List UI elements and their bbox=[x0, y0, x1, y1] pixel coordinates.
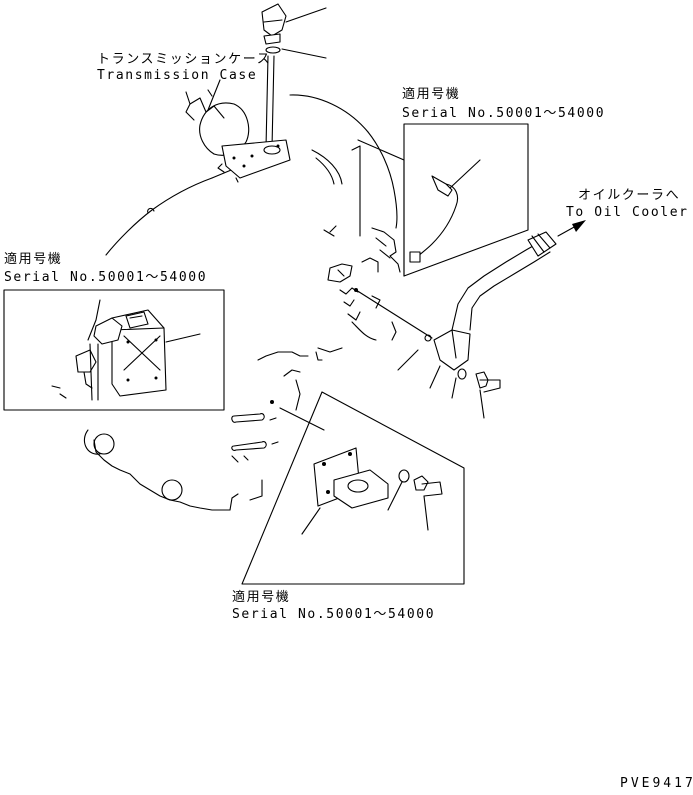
inset-left bbox=[4, 290, 224, 410]
transmission-case-outline bbox=[84, 90, 397, 510]
drawing-code: PVE9417 bbox=[620, 776, 693, 791]
top-right-serial-label: Serial No.50001～54000 bbox=[402, 106, 606, 121]
bottom-serial-label: Serial No.50001～54000 bbox=[232, 607, 436, 622]
oil-cooler-label-en: To Oil Cooler bbox=[566, 205, 689, 220]
cover-plate bbox=[218, 140, 290, 182]
valve-block bbox=[316, 228, 432, 360]
inset-bottom bbox=[242, 392, 464, 584]
transmission-case-label-jp: トランスミッションケース bbox=[97, 52, 272, 67]
bottom-applicable-label: 適用号機 bbox=[232, 590, 291, 605]
oil-cooler-label-jp: オイルクーラへ bbox=[578, 188, 681, 203]
case-leader bbox=[208, 80, 220, 110]
left-serial-label: Serial No.50001～54000 bbox=[4, 270, 208, 285]
oil-cooler-pipe bbox=[398, 220, 586, 418]
breather-assembly bbox=[262, 4, 326, 148]
transmission-case-label-en: Transmission Case bbox=[97, 68, 258, 83]
left-applicable-label: 適用号機 bbox=[4, 252, 63, 267]
top-right-applicable-label: 適用号機 bbox=[402, 87, 461, 102]
inset-sensor bbox=[358, 124, 528, 276]
